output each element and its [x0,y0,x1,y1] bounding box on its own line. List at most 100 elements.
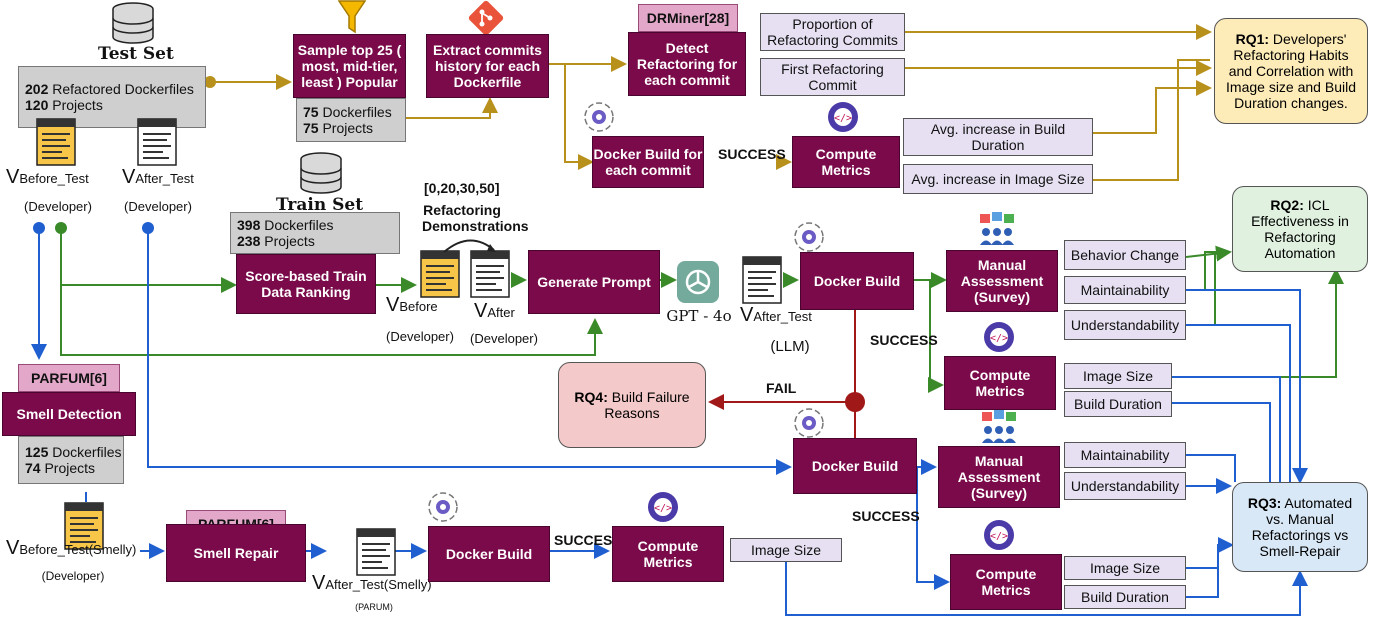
v-before-test-label: VBefore_Test [6,166,89,188]
database-icon [300,152,342,194]
white-dockerfile-icon [742,256,782,304]
refresh-gear-icon [794,408,824,438]
image-size-box: Image Size [1064,556,1186,580]
git-icon [468,0,504,36]
yellow-dockerfile-icon [64,502,104,550]
developer-label: (Developer) [470,331,538,346]
build-duration-box: Build Duration [1064,391,1172,417]
image-size-box: Image Size [730,538,842,562]
svg-text:</>: </> [990,531,1008,542]
generate-prompt-box: Generate Prompt [528,250,660,314]
white-dockerfile-icon [356,528,396,576]
gpt-logo-icon [677,261,719,303]
test-set-title: Test Set [98,44,174,64]
database-icon [112,2,154,44]
parum-label: (PARUM) [355,602,393,612]
curved-arrow-icon [443,239,496,253]
refresh-gear-icon [794,222,824,252]
svg-text:</>: </> [834,113,852,124]
developer-label: (Developer) [124,199,192,214]
docker-build-box: Docker Build [428,526,550,582]
first-refactoring-box: First Refactoring Commit [760,58,905,96]
fail-label: FAIL [766,380,797,396]
compute-metrics-box: Compute Metrics [792,136,900,188]
svg-text:</>: </> [990,333,1008,344]
smell-count-line-2: 74 Projects [25,460,96,476]
manual-assessment-box: Manual Assessment (Survey) [938,446,1060,508]
developer-label: (Developer) [24,199,92,214]
detect-refactoring-box: Detect Refactoring for each commit [628,32,746,96]
white-dockerfile-icon [470,250,510,298]
drminer-tag: DRMiner[28] [638,4,738,32]
code-gear-icon: </> [648,492,678,522]
success-label: SUCCESS [554,532,622,548]
sample-count-line-1: 75 Dockerfiles [303,103,392,120]
demo-counts-label: [0,20,30,50] [424,180,500,196]
v-after-test-smelly-label: VAfter_Test(Smelly) [312,572,432,594]
v-before-test-smelly-label: VBefore_Test(Smelly) [6,537,137,559]
v-after-test-llm-label: VAfter_Test [740,304,812,326]
manual-assessment-box: Manual Assessment (Survey) [946,250,1058,312]
sample-top-25-box: Sample top 25 ( most, mid-tier, least ) … [293,34,406,98]
rq1-box: RQ1: Developers' Refactoring Habits and … [1214,18,1368,124]
success-label: SUCCESS [718,146,786,162]
success-label: SUCCESS [852,508,920,524]
gpt-4o-label: GPT - 4o [666,307,732,325]
test-set-line-1: 202 Refactored Dockerfiles [25,80,194,97]
proportion-commits-box: Proportion of Refactoring Commits [760,13,905,51]
yellow-dockerfile-icon [36,118,76,166]
image-size-box: Image Size [1064,363,1172,389]
smell-detection-box: Smell Detection [2,392,136,436]
code-gear-icon: </> [984,520,1014,550]
v-after-label: VAfter [474,300,515,322]
smell-count-box: 125 Dockerfiles 74 Projects [18,436,124,484]
parfum-tag: PARFUM[6] [18,364,120,392]
maintainability-box: Maintainability [1064,276,1186,304]
rq2-box: RQ2: ICL Effectiveness in Refactoring Au… [1232,186,1368,272]
developer-label: (Developer) [386,329,454,344]
survey-people-icon [982,410,1016,443]
survey-people-icon [980,212,1014,245]
svg-text:</>: </> [654,503,672,514]
docker-build-llm-box: Docker Build [800,252,914,310]
compute-metrics-box: Compute Metrics [950,554,1062,610]
refactoring-demonstrations-label: Refactoring Demonstrations [422,202,529,234]
compute-metrics-box: Compute Metrics [944,356,1056,410]
yellow-dockerfile-icon [420,250,460,298]
white-dockerfile-icon [137,118,177,166]
rq4-box: RQ4: Build Failure Reasons [558,362,706,448]
developer-label: (Developer) [41,569,105,583]
llm-label: (LLM) [770,338,810,355]
refresh-gear-icon [428,492,458,522]
avg-build-duration-box: Avg. increase in Build Duration [903,118,1093,156]
refresh-gear-icon [584,102,614,132]
code-gear-icon: </> [984,322,1014,352]
smell-repair-box: Smell Repair [166,524,306,582]
maintainability-box: Maintainability [1064,442,1186,468]
compute-metrics-box: Compute Metrics [612,526,724,582]
code-gear-icon: </> [828,102,858,132]
test-set-line-2: 120 Projects [25,97,103,113]
sample-count-line-2: 75 Projects [303,120,374,136]
understandability-box: Understandability [1064,310,1186,340]
v-after-test-label: VAfter_Test [122,166,194,188]
train-set-box: 398 Dockerfiles 238 Projects [230,212,400,254]
train-set-line-2: 238 Projects [237,233,315,249]
success-label: SUCCESS [870,332,938,348]
behavior-change-box: Behavior Change [1064,240,1186,270]
understandability-box: Understandability [1064,472,1186,500]
rq3-box: RQ3: Automated vs. Manual Refactorings v… [1232,482,1368,572]
build-duration-box: Build Duration [1064,585,1186,609]
train-set-title: Train Set [276,195,364,215]
funnel-icon [338,0,366,34]
docker-build-commit-box: Docker Build for each commit [592,136,704,188]
avg-image-size-box: Avg. increase in Image Size [903,164,1093,194]
train-set-line-1: 398 Dockerfiles [237,216,334,233]
extract-commits-box: Extract commits history for each Dockerf… [426,34,549,98]
sample-count-box: 75 Dockerfiles 75 Projects [296,98,406,142]
score-based-ranking-box: Score-based Train Data Ranking [236,254,376,314]
test-set-box: 202 Refactored Dockerfiles 120 Projects [18,66,206,128]
smell-count-line-1: 125 Dockerfiles [25,443,122,460]
